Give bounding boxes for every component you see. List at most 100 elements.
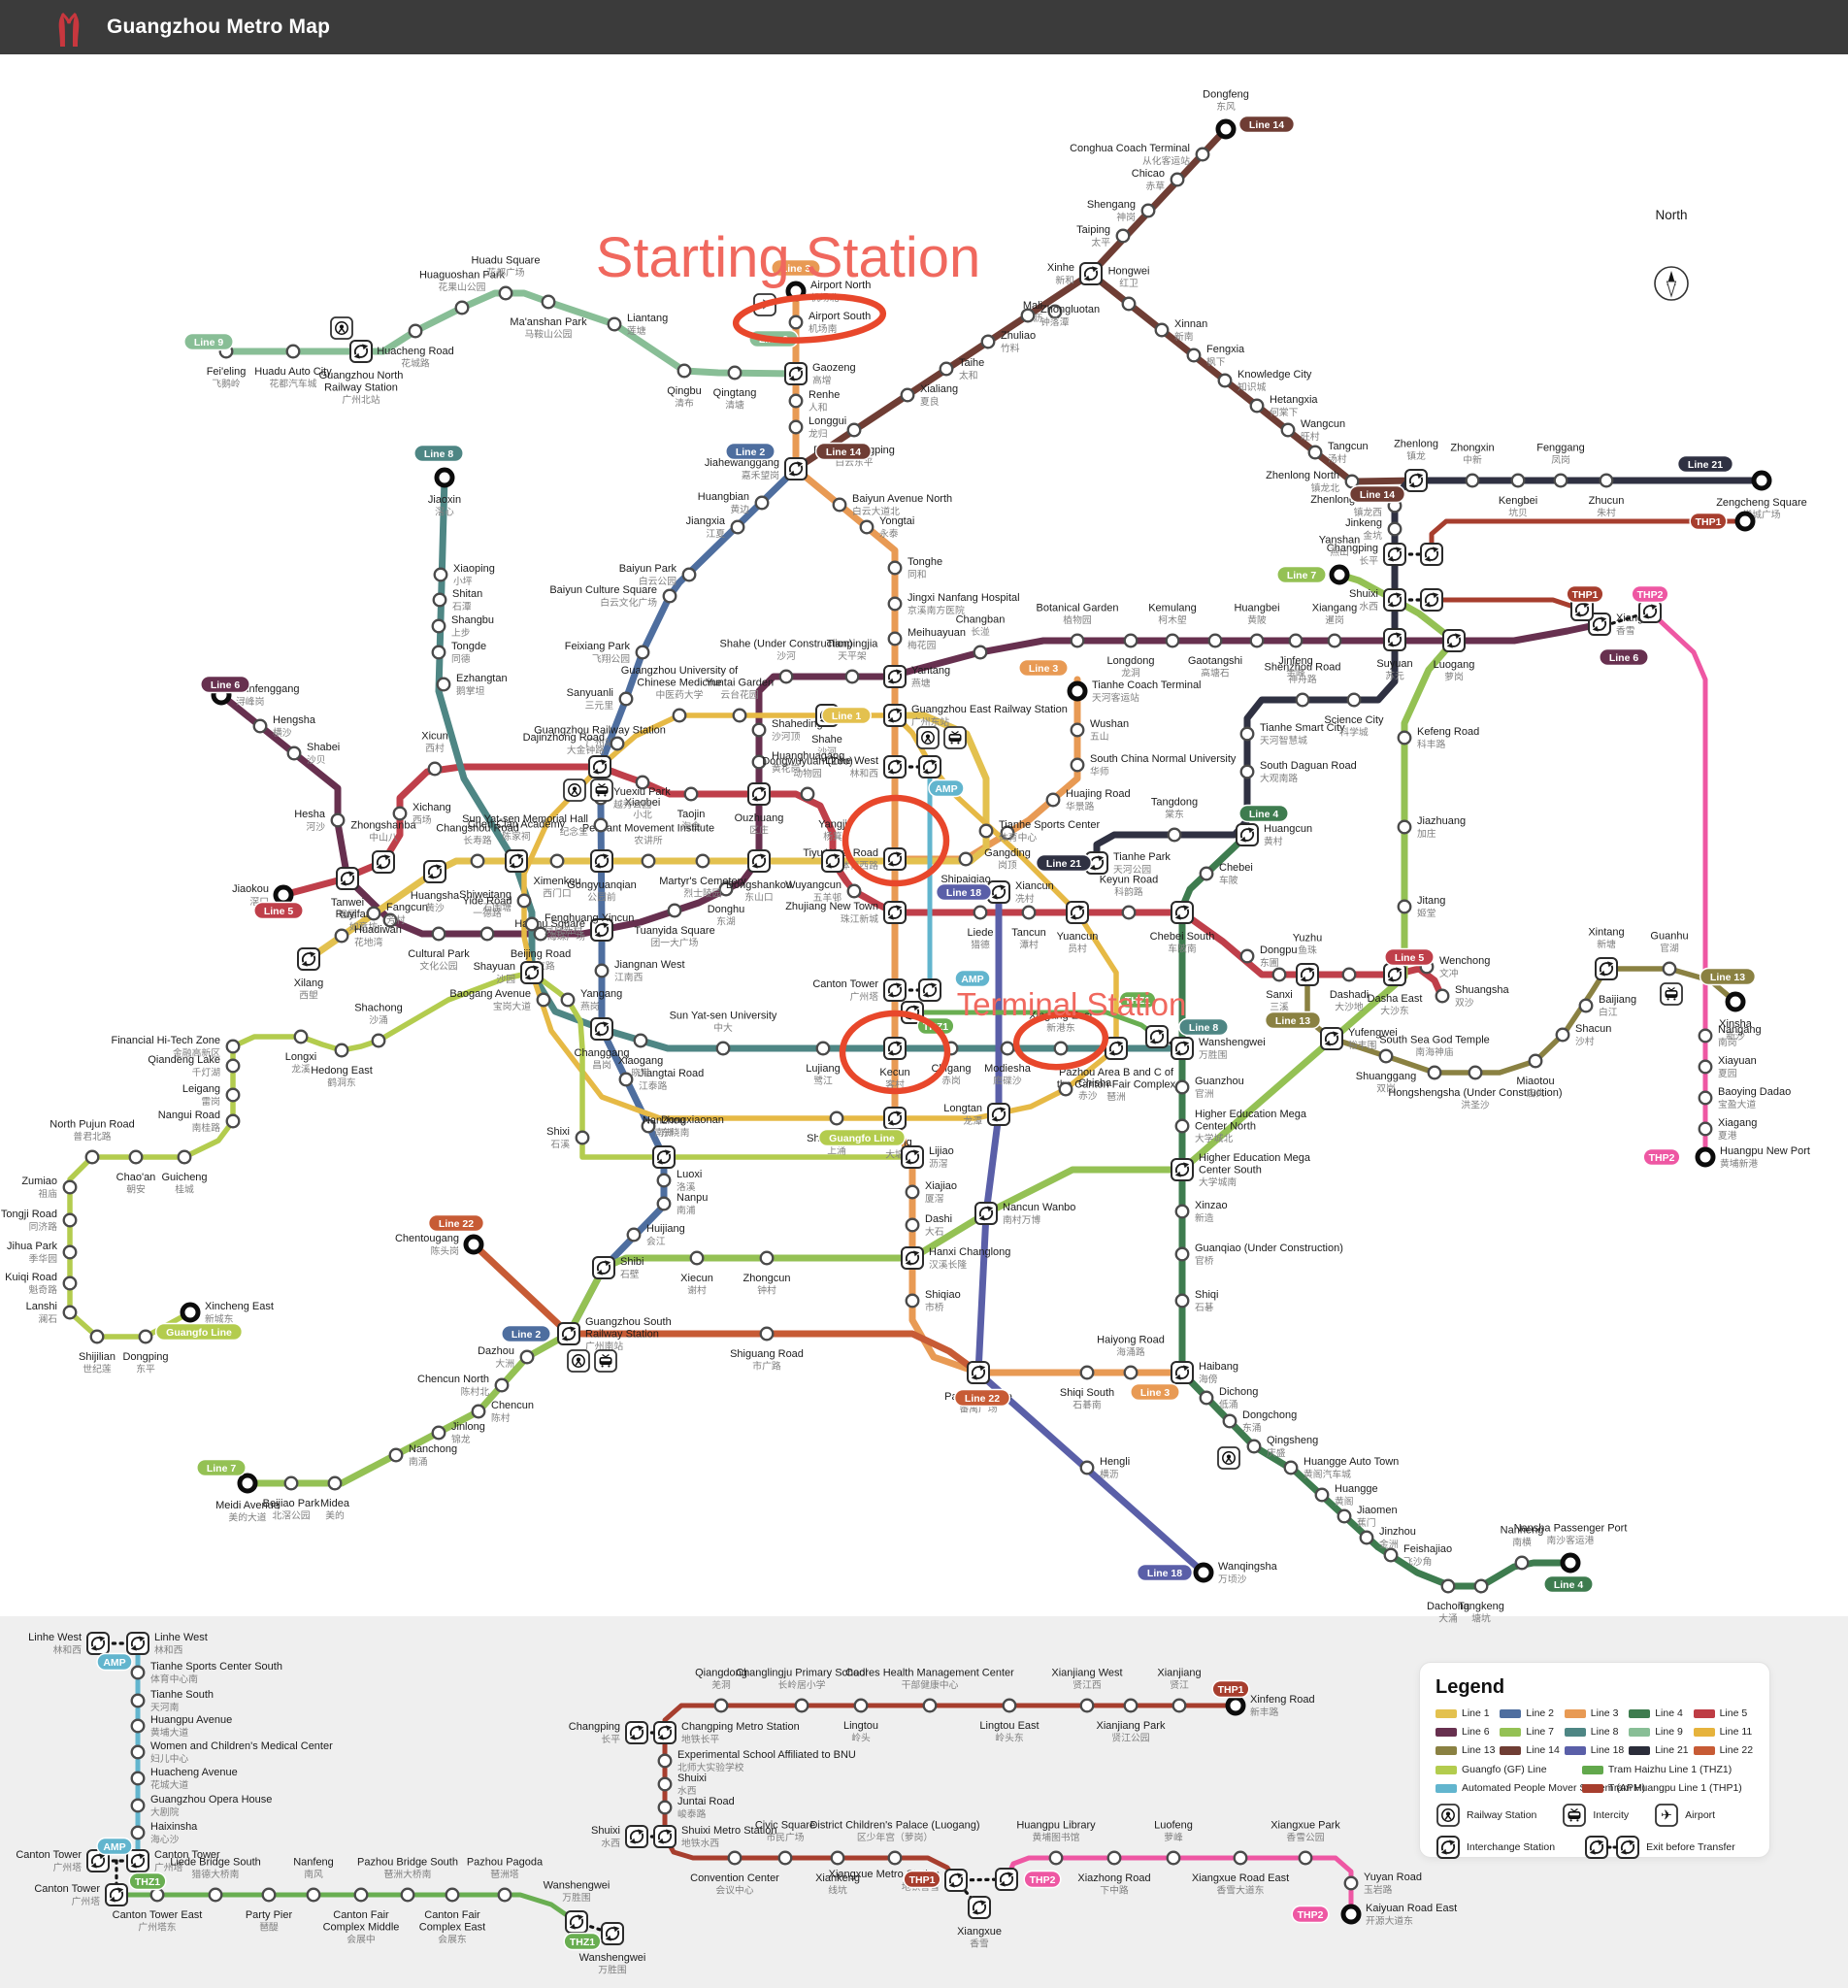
map-text: 水西	[677, 1785, 697, 1797]
line-badge: Line 13	[1264, 1011, 1322, 1030]
map-text: 飞鹅岭	[212, 378, 241, 390]
map-text: Line 6	[211, 679, 241, 691]
interchange-icon	[336, 867, 359, 890]
line-badge: Line 4	[1238, 804, 1289, 823]
map-text: 林和西	[53, 1643, 82, 1656]
map-text: Tongji Road	[1, 1209, 57, 1220]
map-text: 妇儿中心	[150, 1752, 188, 1765]
map-text: Yuancun	[1057, 931, 1099, 943]
map-text: 镇龙北	[1311, 481, 1340, 494]
map-text: 陈村北	[461, 1385, 490, 1398]
map-text: 坑贝	[1508, 507, 1528, 519]
map-text: 海珠广场	[547, 930, 585, 943]
map-text: Xiancun	[1015, 880, 1054, 892]
map-text: Chinese Medicine	[637, 677, 721, 688]
map-text: 农讲所	[634, 834, 663, 846]
map-text: Zhongshanba	[350, 819, 416, 831]
interchange-icon	[1442, 629, 1466, 652]
interchange-icon	[1420, 543, 1443, 566]
map-text: Wanshengwei	[544, 1879, 610, 1891]
map-text: Canton Tower	[812, 978, 878, 990]
map-text: THP2	[1649, 1152, 1675, 1164]
map-text: 夏良	[920, 395, 940, 408]
interchange-icon	[601, 1922, 624, 1945]
interchange-icon	[995, 1868, 1018, 1891]
map-text: 海心沙	[150, 1833, 180, 1845]
map-text: Donghu	[708, 904, 745, 915]
map-text: 姬堂	[1417, 907, 1436, 919]
map-text: 千灯湖	[192, 1067, 221, 1078]
map-text: Zhongcun	[743, 1273, 791, 1284]
map-text: Xicun	[421, 730, 448, 742]
legend-swatch	[1629, 1745, 1651, 1755]
interchange-icon	[505, 849, 528, 873]
map-text: Jinkeng	[1345, 517, 1382, 529]
station: Shahe (Under Construction)沙河	[720, 638, 852, 684]
map-text: Line 4	[1554, 1579, 1584, 1591]
map-text: 东湖	[716, 915, 736, 928]
map-text: 美的大道	[228, 1511, 266, 1524]
legend-icon-item: ✈Airport	[1654, 1803, 1715, 1828]
legend-item: Line 3	[1564, 1707, 1625, 1719]
map-text: Conghua Coach Terminal	[1070, 143, 1190, 154]
map-text: Dazhou	[478, 1345, 514, 1357]
map-text: 大学城北	[1195, 1132, 1233, 1144]
map-text: Line 5	[264, 906, 294, 917]
legend-title: Legend	[1436, 1676, 1505, 1698]
map-text: Airport North	[810, 280, 871, 291]
map-text: 玉岩路	[1364, 1883, 1393, 1896]
interchange-icon	[987, 1103, 1010, 1126]
interchange-icon	[1383, 543, 1406, 566]
map-text: Shiweitang	[459, 889, 512, 901]
map-text: 黄阁汽车城	[1304, 1468, 1351, 1480]
map-text: 会江	[646, 1235, 666, 1247]
map-text: Lijiao	[929, 1145, 954, 1157]
map-text: Guangzhou North	[319, 370, 404, 381]
map-text: 东晓南	[661, 1126, 690, 1139]
map-text: Xinfeng Road	[1250, 1694, 1315, 1706]
map-text: Huangpu New Port	[1720, 1145, 1810, 1157]
line-badge: Line 3	[771, 258, 821, 278]
map-text: Nangui Road	[158, 1110, 220, 1121]
legend-item-label: Line 11	[1719, 1726, 1753, 1738]
svg-text:✈: ✈	[1661, 1807, 1672, 1823]
map-text: Huanghuagang	[772, 750, 844, 762]
map-text: 羌洞	[711, 1679, 731, 1691]
map-text: Wuyangcun	[785, 879, 842, 891]
map-text: Xiaoping	[453, 563, 495, 575]
map-text: 江泰路	[639, 1079, 668, 1092]
map-text: Line 14	[1249, 119, 1284, 131]
map-text: North Pujun Road	[50, 1118, 134, 1130]
map-text: Yuexiu Park	[613, 786, 671, 798]
app-header: Guangzhou Metro Map	[0, 0, 1848, 54]
map-text: 烈士陵园	[683, 887, 721, 900]
map-text: Tangkeng	[1458, 1601, 1504, 1612]
map-text: Shangbu	[451, 614, 494, 626]
map-text: Liantang	[627, 313, 668, 324]
map-text: Xiazhong Road	[1077, 1872, 1150, 1884]
